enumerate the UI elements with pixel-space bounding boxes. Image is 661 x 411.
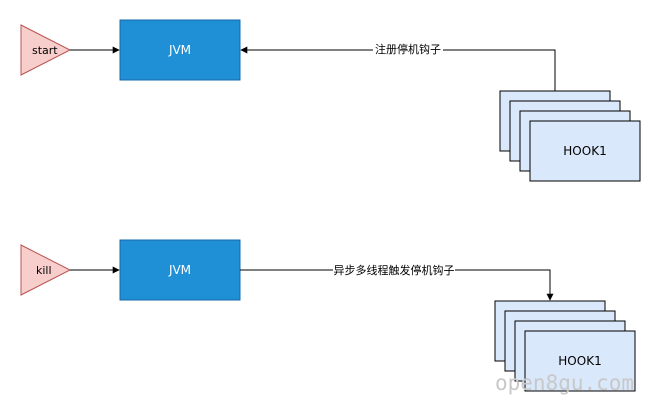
hook-to-jvm-edge [240, 46, 556, 91]
watermark: open8gu.com [495, 371, 634, 395]
start-label: start [32, 44, 58, 57]
jvm-box-bottom [119, 239, 241, 301]
hook-label-bottom: HOOK1 [558, 354, 601, 368]
edge-label-bg-bottom [333, 262, 455, 278]
register-hook-label: 注册停机钩子 [375, 42, 441, 56]
kill-triangle [20, 244, 72, 296]
hook-stack-top: HOOK1 [499, 90, 641, 182]
hook-card-front [529, 120, 641, 182]
hook-card-front [524, 330, 636, 392]
hook-stack-bottom: HOOK1 [494, 300, 636, 392]
edge-label-bg-top [373, 41, 443, 57]
jvm-box-top [119, 19, 241, 81]
start-triangle [20, 24, 72, 76]
top-flow: start JVM 注册停机钩子 HOOK1 [20, 19, 641, 182]
bottom-flow: kill JVM 异步多线程触发停机钩子 HOOK1 [20, 239, 636, 392]
kill-label: kill [36, 264, 52, 277]
trigger-hook-label: 异步多线程触发停机钩子 [334, 263, 455, 277]
hook-label-top: HOOK1 [563, 144, 606, 158]
jvm-label-top: JVM [168, 43, 191, 57]
jvm-label-bottom: JVM [168, 263, 191, 277]
